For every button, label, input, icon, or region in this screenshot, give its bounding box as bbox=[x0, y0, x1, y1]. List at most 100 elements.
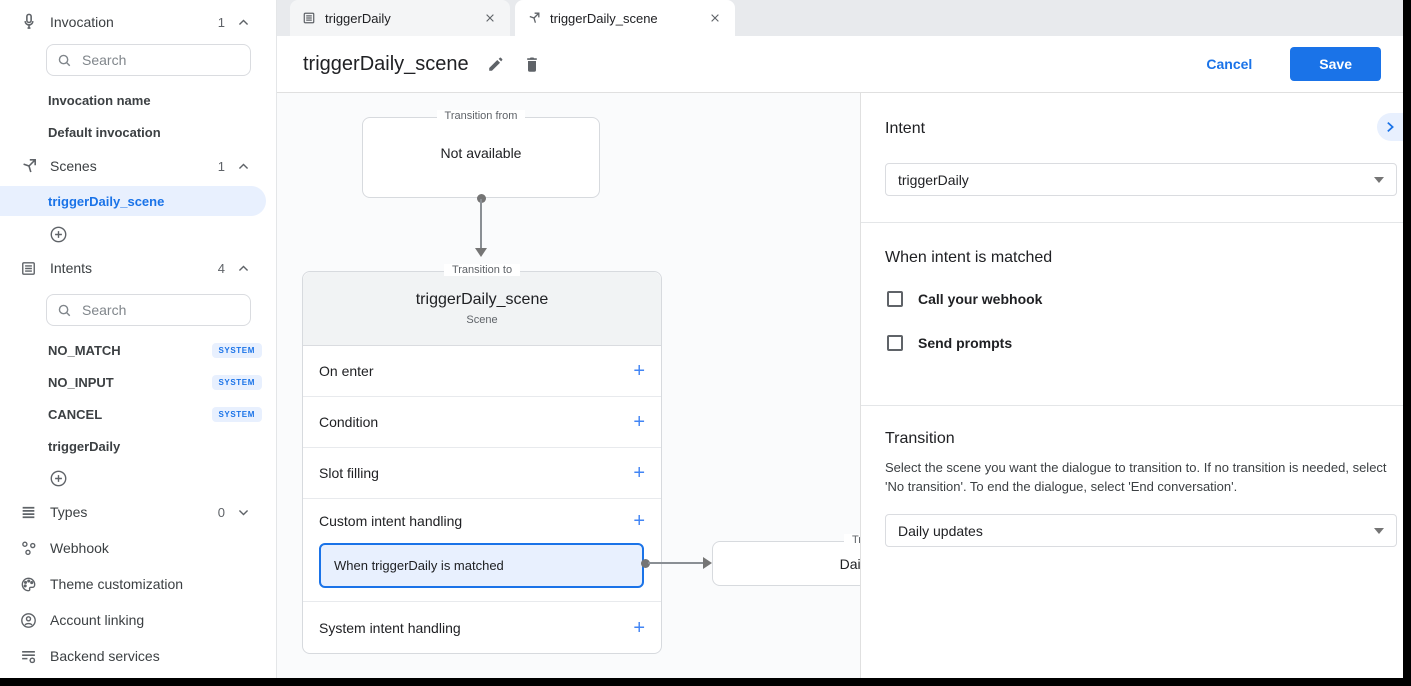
delete-trash-icon[interactable] bbox=[523, 55, 541, 73]
add-on-enter-button[interactable]: + bbox=[633, 360, 645, 382]
dropdown-caret-icon bbox=[1374, 176, 1384, 183]
connector-line bbox=[648, 562, 703, 564]
page-title: triggerDaily_scene bbox=[303, 52, 469, 75]
sidebar-item-webhook[interactable]: Webhook bbox=[0, 530, 276, 566]
when-matched-heading: When intent is matched bbox=[885, 249, 1053, 266]
transition-select[interactable]: Daily updates bbox=[885, 514, 1397, 547]
add-custom-intent-button[interactable]: + bbox=[633, 510, 645, 532]
search-input[interactable] bbox=[82, 52, 222, 68]
row-label: System intent handling bbox=[319, 619, 461, 636]
sidebar-item-theme-customization[interactable]: Theme customization bbox=[0, 566, 276, 602]
sidebar-item-triggerdaily-scene[interactable]: triggerDaily_scene bbox=[0, 186, 266, 216]
scene-row-condition[interactable]: Condition + bbox=[303, 397, 661, 448]
add-intent-button[interactable] bbox=[0, 462, 276, 494]
save-button[interactable]: Save bbox=[1290, 47, 1381, 81]
tab-triggerdaily-scene[interactable]: triggerDaily_scene bbox=[515, 0, 735, 36]
connector-line bbox=[480, 199, 482, 248]
sidebar-item-account-linking[interactable]: Account linking bbox=[0, 602, 276, 638]
section-count: 0 bbox=[217, 504, 225, 520]
types-list-icon bbox=[20, 504, 38, 521]
screen-edge bbox=[0, 678, 1411, 686]
scene-row-custom-intent-handling: Custom intent handling + When triggerDai… bbox=[303, 499, 661, 602]
scene-row-slot-filling[interactable]: Slot filling + bbox=[303, 448, 661, 499]
sidebar-item-default-invocation[interactable]: Default invocation bbox=[0, 116, 276, 148]
chevron-up-icon[interactable] bbox=[237, 262, 250, 275]
intent-heading: Intent bbox=[885, 120, 926, 137]
scene-card-title: triggerDaily_scene bbox=[415, 291, 549, 308]
send-prompts-option[interactable]: Send prompts bbox=[887, 335, 1012, 351]
sidebar-item-no-input[interactable]: NO_INPUT SYSTEM bbox=[0, 366, 276, 398]
item-label: triggerDaily bbox=[48, 438, 121, 454]
intents-search[interactable] bbox=[46, 294, 251, 326]
sidebar-item-invocation-name[interactable]: Invocation name bbox=[0, 84, 276, 116]
invocation-search[interactable] bbox=[46, 44, 251, 76]
sidebar-item-triggerdaily-intent[interactable]: triggerDaily bbox=[0, 430, 276, 462]
sidebar-item-no-match[interactable]: NO_MATCH SYSTEM bbox=[0, 334, 276, 366]
item-label: Invocation name bbox=[48, 92, 151, 108]
checkbox-unchecked[interactable] bbox=[887, 335, 903, 351]
plus-circle-icon bbox=[50, 226, 67, 242]
arrow-right-icon bbox=[703, 557, 712, 569]
tab-triggerdaily[interactable]: triggerDaily bbox=[290, 0, 510, 36]
transition-from-text: Not available bbox=[440, 144, 522, 161]
sidebar-item-cancel-intent[interactable]: CANCEL SYSTEM bbox=[0, 398, 276, 430]
person-circle-icon bbox=[20, 612, 38, 629]
close-icon[interactable] bbox=[482, 10, 498, 26]
item-label: triggerDaily_scene bbox=[48, 193, 165, 209]
intent-select[interactable]: triggerDaily bbox=[885, 163, 1397, 196]
custom-intent-row-header[interactable]: Custom intent handling + bbox=[303, 499, 661, 543]
arrow-down-icon bbox=[475, 248, 487, 257]
microphone-icon bbox=[20, 13, 38, 31]
edit-pencil-icon[interactable] bbox=[487, 55, 505, 73]
sidebar-section-types[interactable]: Types 0 bbox=[0, 494, 276, 530]
chevron-up-icon[interactable] bbox=[237, 160, 250, 173]
scene-jump-icon bbox=[527, 11, 541, 25]
checkbox-unchecked[interactable] bbox=[887, 291, 903, 307]
sidebar: Invocation 1 Invocation name Default inv… bbox=[0, 0, 277, 678]
chevron-down-icon[interactable] bbox=[237, 506, 250, 519]
scene-card-header: triggerDaily_scene Scene bbox=[303, 272, 661, 346]
lines-gear-icon bbox=[20, 648, 38, 665]
close-icon[interactable] bbox=[707, 10, 723, 26]
search-icon bbox=[58, 54, 71, 66]
transition-target-box[interactable]: Transition to Daily updates bbox=[712, 534, 860, 586]
editor-header: triggerDaily_scene Cancel Save bbox=[277, 36, 1403, 93]
scene-diagram-canvas[interactable]: Transition from Not available Transition… bbox=[277, 93, 860, 678]
row-label: Slot filling bbox=[319, 465, 379, 481]
sidebar-section-intents[interactable]: Intents 4 bbox=[0, 250, 276, 286]
screen-edge bbox=[1403, 0, 1411, 686]
item-label: NO_MATCH bbox=[48, 342, 121, 358]
collapse-panel-button[interactable] bbox=[1377, 113, 1403, 141]
item-label: Default invocation bbox=[48, 124, 161, 140]
connector-dot bbox=[477, 194, 486, 203]
add-slot-filling-button[interactable]: + bbox=[633, 462, 645, 484]
chevron-right-icon bbox=[1387, 121, 1394, 133]
tab-label: triggerDaily_scene bbox=[550, 10, 658, 26]
sidebar-section-scenes[interactable]: Scenes 1 bbox=[0, 148, 276, 184]
section-label: Scenes bbox=[50, 158, 97, 174]
scene-row-on-enter[interactable]: On enter + bbox=[303, 346, 661, 397]
add-scene-button[interactable] bbox=[0, 218, 276, 250]
scene-row-system-intent-handling[interactable]: System intent handling + bbox=[303, 602, 661, 653]
search-input[interactable] bbox=[82, 302, 222, 318]
section-label: Invocation bbox=[50, 14, 114, 30]
transition-target-text: Daily updates bbox=[839, 555, 860, 572]
row-label: Condition bbox=[319, 414, 379, 430]
system-badge: SYSTEM bbox=[211, 406, 262, 422]
sidebar-item-backend-services[interactable]: Backend services bbox=[0, 638, 276, 674]
tab-strip: triggerDaily triggerDaily_scene bbox=[277, 0, 1403, 36]
section-count: 1 bbox=[217, 14, 225, 30]
section-count: 4 bbox=[217, 260, 225, 276]
item-label: CANCEL bbox=[48, 406, 103, 422]
sidebar-section-invocation[interactable]: Invocation 1 bbox=[0, 0, 276, 44]
tab-label: triggerDaily bbox=[325, 10, 391, 26]
call-webhook-option[interactable]: Call your webhook bbox=[887, 291, 1042, 307]
scene-jump-icon bbox=[20, 157, 38, 175]
transition-description: Select the scene you want the dialogue t… bbox=[885, 460, 1387, 494]
add-condition-button[interactable]: + bbox=[633, 411, 645, 433]
intents-document-icon bbox=[20, 260, 38, 277]
cancel-button[interactable]: Cancel bbox=[1206, 56, 1253, 72]
add-system-intent-button[interactable]: + bbox=[633, 616, 645, 639]
intent-handler-selected[interactable]: When triggerDaily is matched bbox=[319, 543, 644, 588]
chevron-up-icon[interactable] bbox=[237, 16, 250, 29]
